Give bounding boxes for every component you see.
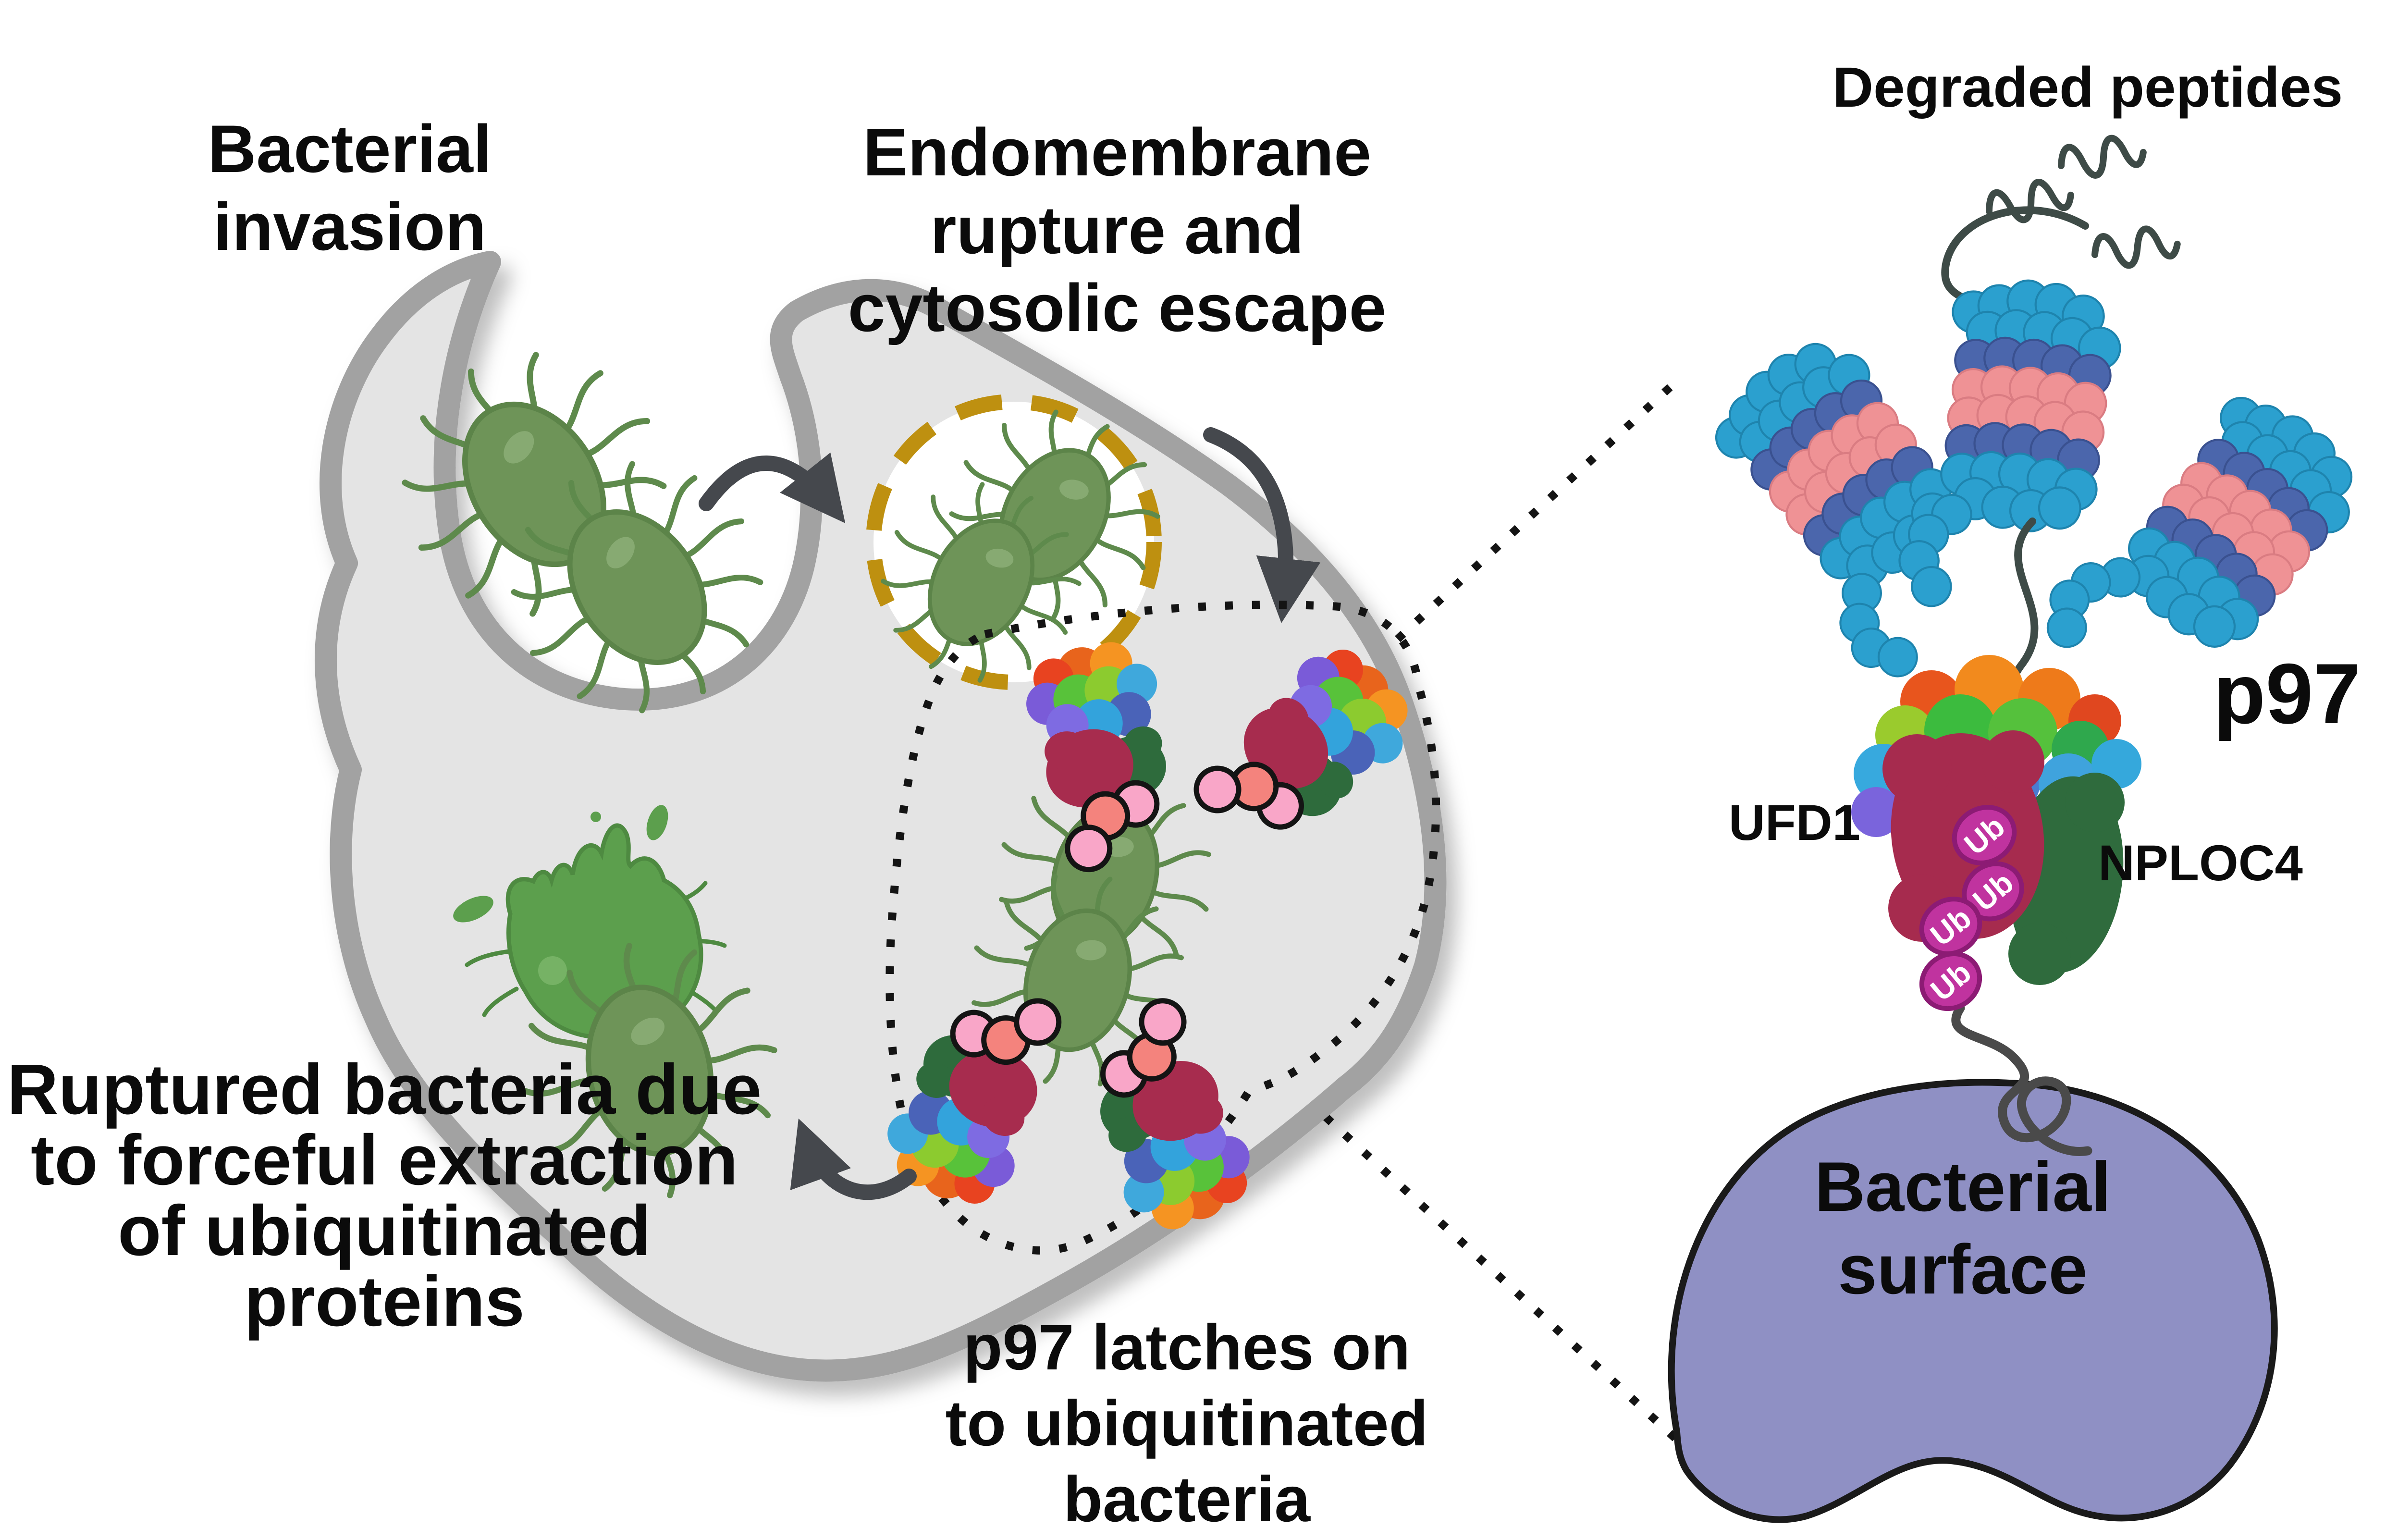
linker-squiggle bbox=[1951, 1003, 2092, 1156]
splat-droplet bbox=[453, 896, 493, 923]
label-p97-latches-line2: to ubiquitinated bbox=[946, 1388, 1428, 1459]
magnifier-line-lower bbox=[1266, 1061, 1687, 1450]
label-ruptured-line2: to forceful extraction bbox=[31, 1121, 738, 1200]
label-p97-latches-line3: bacteria bbox=[1063, 1464, 1311, 1535]
label-bacterial-invasion-line1: Bacterial bbox=[208, 111, 492, 186]
label-ruptured-line3: of ubiquitinated bbox=[118, 1191, 651, 1270]
label-degraded-peptides: Degraded peptides bbox=[1833, 56, 2343, 119]
ruptured-bacteria bbox=[453, 805, 799, 1220]
splat-droplet bbox=[646, 805, 668, 840]
splat-droplet bbox=[590, 812, 601, 822]
rupture-arrow bbox=[790, 1118, 917, 1200]
label-ruptured-line4: proteins bbox=[244, 1262, 525, 1341]
label-endomembrane-line1: Endomembrane bbox=[863, 114, 1371, 190]
peptide-squiggle bbox=[2092, 224, 2179, 271]
label-ruptured-line1: Ruptured bacteria due bbox=[7, 1050, 762, 1129]
label-endomembrane-line2: rupture and bbox=[930, 192, 1304, 268]
magnifier-line-upper bbox=[1338, 375, 1682, 695]
label-bacterial-invasion-line2: invasion bbox=[213, 189, 486, 264]
escape-arrow bbox=[1203, 427, 1321, 623]
ubiquitin-chain: Ub Ub Ub Ub bbox=[1919, 805, 2024, 1011]
ub-circle-1: Ub bbox=[1952, 805, 2017, 865]
ub-circle-3: Ub bbox=[1919, 897, 1982, 956]
label-bacterial-surface-line2: surface bbox=[1838, 1230, 2087, 1308]
peptide-squiggle bbox=[2058, 132, 2146, 182]
invasion-arrow bbox=[699, 452, 846, 523]
label-ufd1: UFD1 bbox=[1729, 795, 1860, 851]
label-p97-latches-line1: p97 latches on bbox=[963, 1312, 1411, 1383]
label-nploc4: NPLOC4 bbox=[2098, 835, 2303, 891]
label-p97: p97 bbox=[2214, 646, 2361, 741]
bacterial-surface-blob bbox=[1668, 1079, 2278, 1523]
peptide-squiggle bbox=[1985, 175, 2074, 228]
ub-circle-4: Ub bbox=[1919, 951, 1982, 1011]
label-bacterial-surface-line1: Bacterial bbox=[1815, 1147, 2111, 1226]
label-endomembrane-line3: cytosolic escape bbox=[848, 270, 1387, 345]
